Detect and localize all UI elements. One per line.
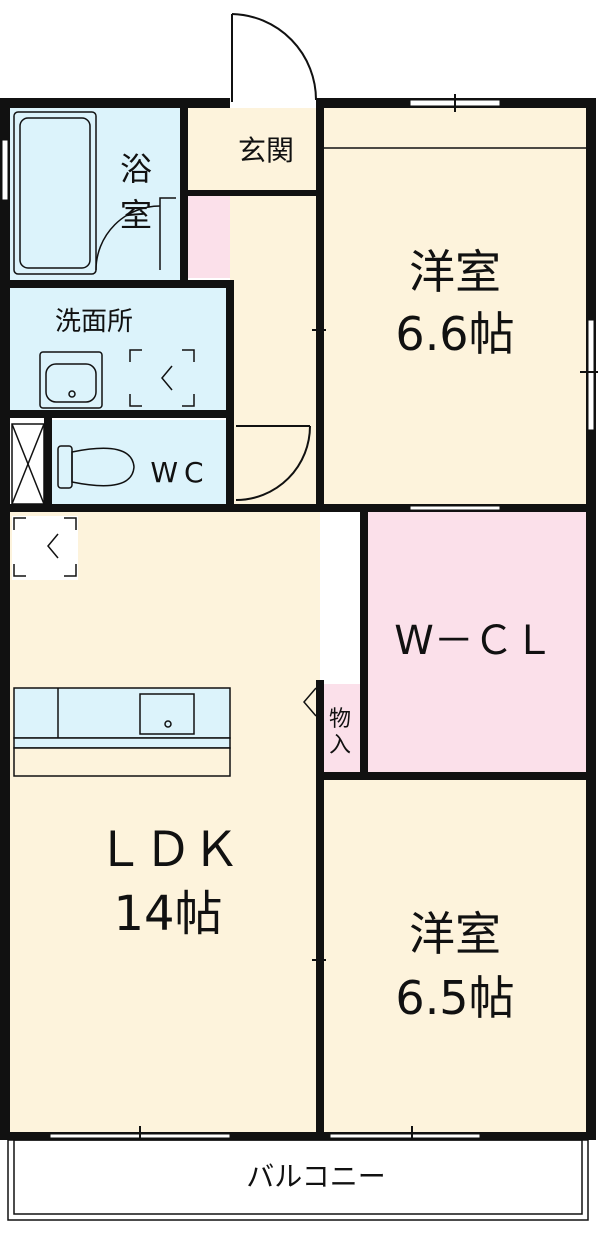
sliding-doors[interactable] bbox=[231, 240, 326, 1050]
hall-closet-floor bbox=[188, 196, 230, 278]
balcony bbox=[7, 1139, 589, 1221]
wc-door[interactable] bbox=[235, 425, 311, 501]
ldk-floor bbox=[10, 512, 320, 1134]
wcl-floor bbox=[368, 512, 586, 774]
wc-label: WC bbox=[150, 456, 209, 489]
western-room-1-floor bbox=[324, 108, 586, 506]
interior-walls bbox=[10, 108, 596, 1136]
ldk-name: ＬＤＫ bbox=[96, 822, 240, 878]
storage-label-2: 入 bbox=[329, 733, 351, 758]
entrance-label: 玄関 bbox=[238, 134, 294, 167]
bathroom-floor bbox=[10, 108, 180, 284]
wcl-label: W－ＣＬ bbox=[394, 618, 554, 664]
storage-floor bbox=[320, 684, 360, 776]
washroom-label: 洗面所 bbox=[55, 307, 133, 337]
toilet-icon bbox=[57, 445, 135, 489]
entrance-door[interactable] bbox=[231, 13, 317, 102]
western-room-2-floor bbox=[324, 780, 586, 1134]
bath-door[interactable] bbox=[95, 197, 176, 271]
western-room-1-size: 6.6帖 bbox=[395, 307, 514, 361]
storage-door[interactable] bbox=[303, 687, 317, 717]
shelf-icon bbox=[11, 423, 45, 505]
bathtub-icon bbox=[13, 111, 97, 275]
western-room-2-size: 6.5帖 bbox=[395, 971, 514, 1025]
bath-label-2: 室 bbox=[120, 196, 152, 234]
washroom-floor bbox=[10, 286, 232, 412]
balcony-label: バルコニー bbox=[246, 1160, 385, 1193]
wc-floor bbox=[52, 420, 230, 508]
kitchen-counter bbox=[13, 687, 231, 777]
fridge-space-icon bbox=[12, 516, 78, 580]
western-room-2-name: 洋室 bbox=[409, 907, 501, 961]
entrance-floor bbox=[185, 108, 320, 192]
hallway-floor bbox=[230, 196, 320, 508]
washbasin-icon bbox=[39, 351, 103, 409]
bath-label-1: 浴 bbox=[120, 150, 152, 188]
storage-label-1: 物 bbox=[329, 707, 351, 732]
ldk-size: 14帖 bbox=[113, 886, 222, 942]
western-room-1-name: 洋室 bbox=[409, 245, 501, 299]
washing-machine-space-icon bbox=[129, 349, 195, 407]
